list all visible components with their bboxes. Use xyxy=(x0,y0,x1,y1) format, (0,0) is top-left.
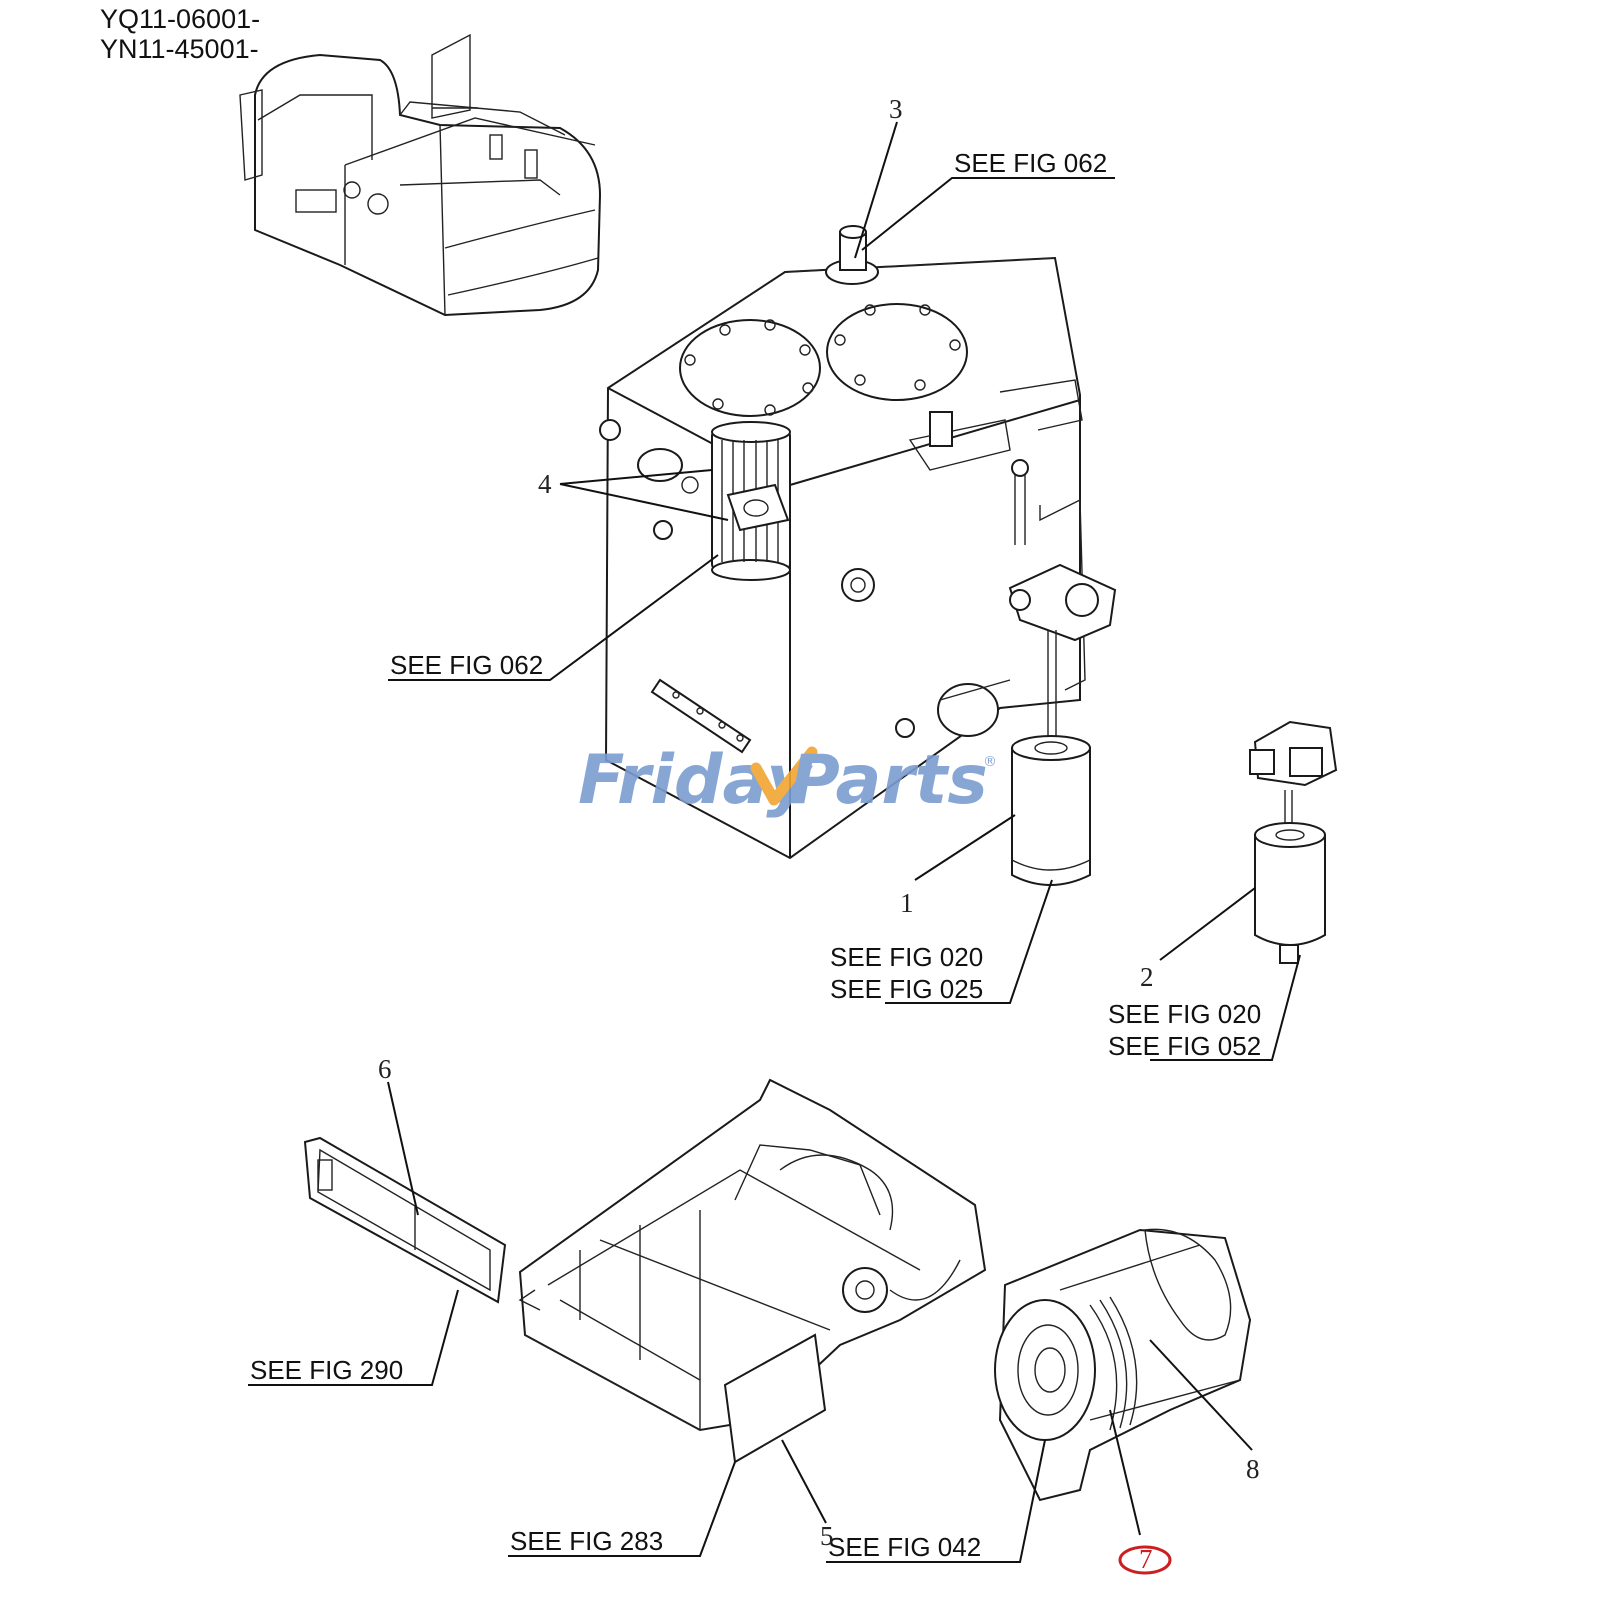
ref-fig020-b: SEE FIG 020 xyxy=(1108,999,1261,1029)
watermark-check-icon xyxy=(750,746,818,806)
ref-fig283: SEE FIG 283 xyxy=(510,1526,663,1556)
ref-fig052: SEE FIG 052 xyxy=(1108,1031,1261,1061)
reference-labels: SEE FIG 062 SEE FIG 062 SEE FIG 020 SEE … xyxy=(250,148,1261,1562)
callout-1: 1 xyxy=(900,888,914,918)
callout-3: 3 xyxy=(889,94,903,124)
fuel-filter-assembly xyxy=(1249,720,1338,964)
breather-cap xyxy=(825,225,879,285)
ref-fig062-left: SEE FIG 062 xyxy=(390,650,543,680)
callout-6: 6 xyxy=(378,1054,392,1084)
ref-fig062-top: SEE FIG 062 xyxy=(954,148,1107,178)
serial-number-1: YQ11-06001- xyxy=(100,4,260,34)
ref-fig290: SEE FIG 290 xyxy=(250,1355,403,1385)
callout-2: 2 xyxy=(1140,962,1154,992)
ref-fig042: SEE FIG 042 xyxy=(828,1532,981,1562)
ref-fig025: SEE FIG 025 xyxy=(830,974,983,1004)
ref-fig020-a: SEE FIG 020 xyxy=(830,942,983,972)
air-conditioner-unit-illustration xyxy=(518,1078,987,1464)
leader-lines xyxy=(248,121,1301,1563)
cover-bolts xyxy=(684,304,961,416)
spin-on-filter-1 xyxy=(1011,735,1091,886)
return-filter-element xyxy=(711,421,791,581)
watermark-logo: Friday Parts ® xyxy=(578,741,997,820)
callout-4: 4 xyxy=(538,469,552,499)
air-cleaner-assembly xyxy=(994,1228,1252,1502)
hydraulic-tank-illustration xyxy=(599,225,1117,886)
watermark-text-left: Friday xyxy=(578,741,813,820)
recirculation-filter-panel xyxy=(303,1136,507,1304)
serial-number-block: YQ11-06001- YN11-45001- xyxy=(100,4,260,64)
watermark-text-right: Parts xyxy=(790,741,988,820)
machine-overview-illustration xyxy=(239,33,602,317)
callout-7-highlight-ring xyxy=(1118,1545,1172,1575)
serial-number-2: YN11-45001- xyxy=(100,34,259,64)
callout-5: 5 xyxy=(820,1521,834,1551)
callout-7: 7 xyxy=(1139,1544,1153,1574)
watermark-registered-mark: ® xyxy=(983,754,997,770)
callout-numbers: 3 4 1 2 6 5 8 7 xyxy=(378,94,1260,1575)
callout-8: 8 xyxy=(1246,1454,1260,1484)
